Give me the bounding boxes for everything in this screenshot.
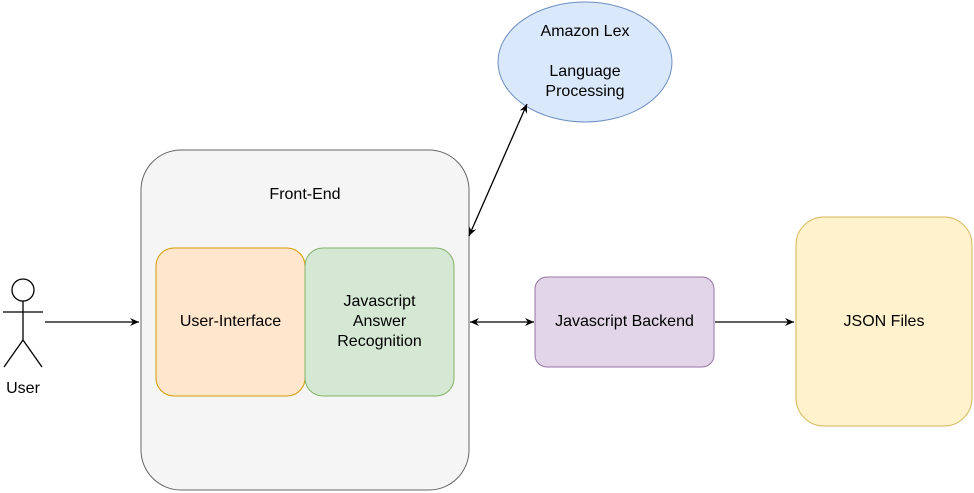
user-interface-label: User-Interface [179, 313, 282, 330]
amazon-lex-label: Amazon Lex Language Processing [540, 23, 630, 100]
answer-recognition-box [304, 247, 455, 397]
javascript-backend-label: Javascript Backend [555, 313, 694, 330]
frontend-title: Front-End [269, 186, 341, 203]
user-label: User [6, 380, 40, 397]
amazon-lex-node [497, 1, 673, 123]
user-actor-icon [3, 278, 43, 368]
json-files-label: JSON Files [843, 312, 925, 330]
answer-recognition-label: Javascript Answer Recognition [337, 293, 422, 350]
json-files-box [795, 216, 973, 427]
javascript-backend-box [534, 276, 715, 368]
edge-frontend-lex [468, 103, 528, 237]
